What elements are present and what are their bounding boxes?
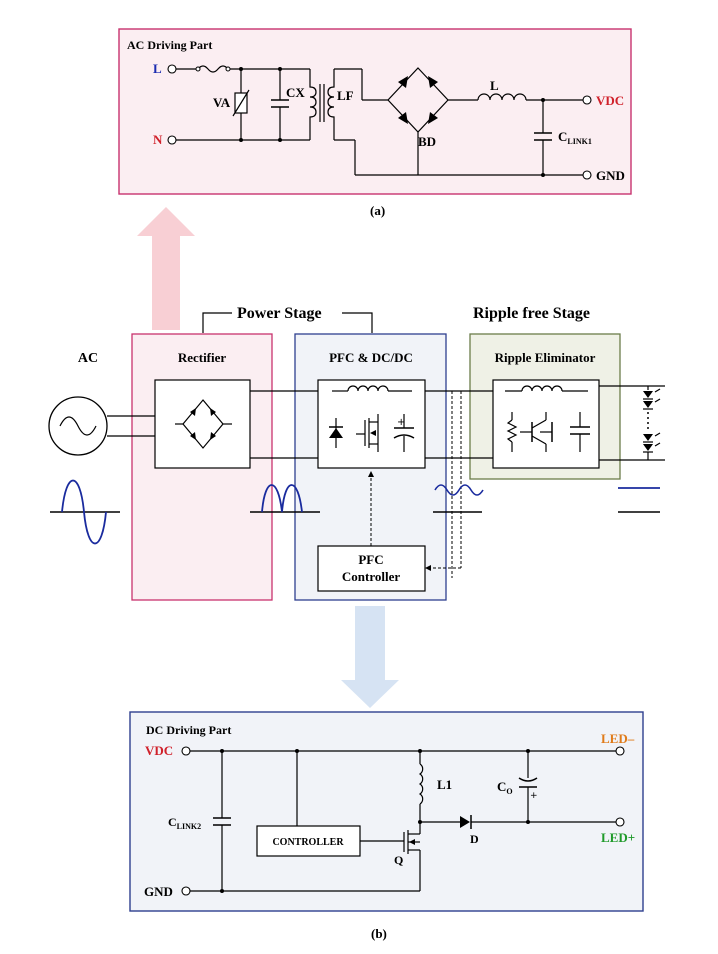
inductor-l1 (418, 749, 424, 822)
rectifier-label: Rectifier (178, 350, 227, 365)
ac-sine-waveform (50, 479, 120, 545)
led-string-icon (643, 386, 661, 460)
gnd-label-a: GND (596, 168, 625, 183)
rectified-waveform (250, 484, 320, 513)
ripple-resistor-icon (506, 412, 518, 452)
pfc-diode-icon (329, 418, 343, 448)
terminal-n-label: N (153, 132, 163, 147)
terminal-l (167, 64, 177, 74)
terminal-led-minus (615, 746, 625, 756)
pfc-inductor-icon (332, 385, 412, 392)
svg-text:+: + (530, 791, 538, 801)
d-label: D (470, 832, 479, 846)
inductor-l (477, 93, 527, 101)
caption-b: (b) (371, 926, 387, 941)
va-label: VA (213, 95, 231, 110)
dc-panel-title: DC Driving Part (146, 723, 231, 737)
ac-panel-title: AC Driving Part (127, 38, 212, 52)
l1-label: L1 (437, 777, 452, 792)
pfc-capacitor-icon: + (393, 414, 415, 452)
bridge-icon (175, 399, 232, 449)
caption-a: (a) (370, 203, 385, 218)
terminal-vdc (582, 95, 592, 105)
rectifier-block (154, 379, 251, 469)
gnd-label-b: GND (144, 884, 173, 899)
ripple-waveform (433, 484, 484, 513)
pfc-dcdc-block (317, 379, 426, 469)
ripple-transistor-icon (520, 412, 553, 452)
dc-driving-part-panel: DC Driving Part VDC LED– GND CLINK2 CONT… (129, 711, 644, 912)
terminal-gnd-b (181, 886, 191, 896)
ripple-eliminator-label: Ripple Eliminator (495, 350, 596, 365)
co-label: CO (497, 779, 513, 796)
terminal-l-label: L (153, 61, 162, 76)
capacitor-clink2 (213, 749, 231, 893)
ripple-stage-label: Ripple free Stage (473, 305, 590, 322)
cx-label: CX (286, 85, 305, 100)
capacitor-cx (271, 67, 289, 142)
terminal-n (167, 135, 177, 145)
vdc-label-b: VDC (145, 743, 173, 758)
lf-label: LF (337, 88, 354, 103)
bridge-rectifier-bd (354, 67, 449, 175)
down-arrow (341, 606, 399, 708)
block-diagram: Power Stage Ripple free Stage Rectifier … (48, 305, 665, 601)
fuse (195, 65, 231, 73)
led-plus-label: LED+ (601, 830, 635, 845)
bd-label: BD (418, 134, 436, 149)
ripple-capacitor-icon (570, 412, 590, 452)
ac-driving-part-panel: AC Driving Part L N VA (118, 28, 632, 195)
terminal-gnd-a (582, 170, 592, 180)
vdc-label-a: VDC (596, 93, 624, 108)
varistor-va (232, 67, 250, 142)
power-stage-label: Power Stage (237, 305, 322, 322)
ripple-inductor-icon (505, 385, 588, 392)
ac-source-label: AC (78, 351, 98, 366)
dc-waveform (618, 487, 660, 513)
common-mode-choke-lf (309, 69, 335, 140)
pfc-controller-block (317, 545, 426, 592)
svg-text:+: + (397, 417, 405, 428)
ac-source-icon (48, 396, 155, 456)
clink2-label: CLINK2 (168, 815, 201, 831)
pfc-mosfet-icon (356, 414, 379, 452)
up-arrow (137, 207, 195, 330)
led-minus-label: LED– (601, 731, 635, 746)
terminal-vdc-b (181, 746, 191, 756)
l-out-label: L (490, 78, 499, 93)
pfc-dcdc-label: PFC & DC/DC (329, 350, 413, 365)
q-label: Q (394, 853, 403, 867)
pfc-controller-label-1: PFC (358, 552, 383, 567)
clink1-label: CLINK1 (558, 129, 592, 146)
pfc-controller-label-2: Controller (342, 569, 400, 584)
controller-block (256, 825, 361, 857)
controller-label: CONTROLLER (272, 837, 344, 848)
terminal-led-plus (615, 817, 625, 827)
capacitor-co: + (518, 749, 538, 824)
